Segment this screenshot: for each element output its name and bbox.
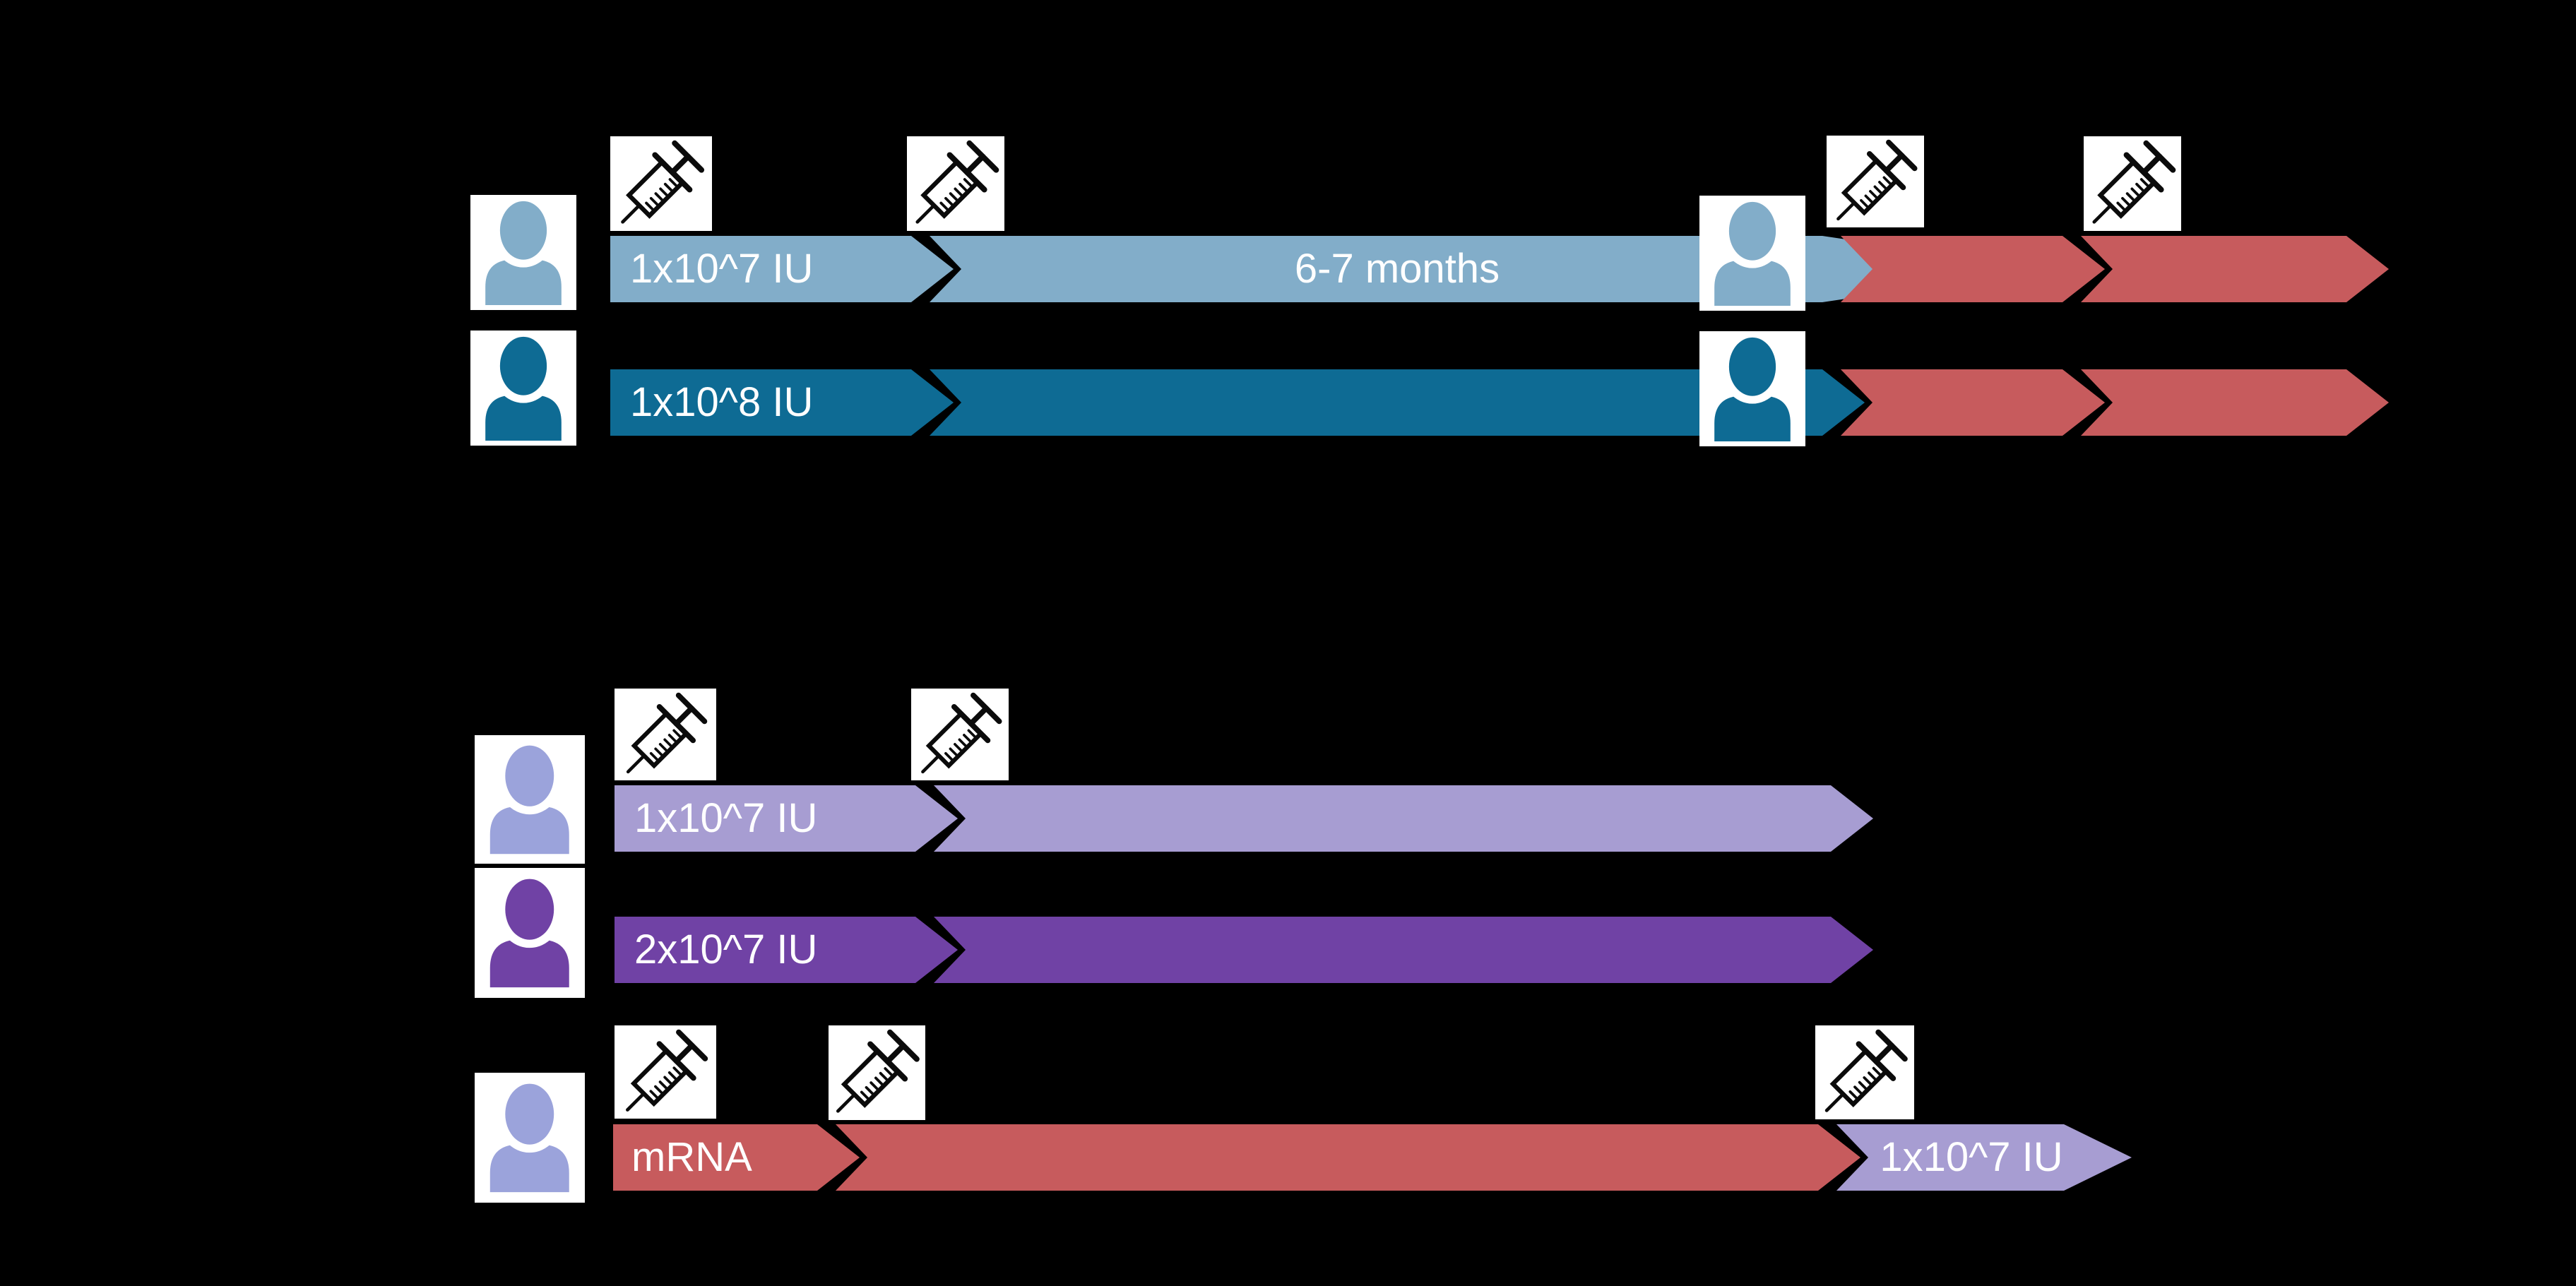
person-silhouette	[479, 1078, 581, 1197]
dose-label: 1x10^7 IU	[630, 246, 814, 292]
syringe-icon	[829, 1025, 925, 1120]
dose-arrow: 1x10^8 IU	[610, 369, 954, 436]
dose-label: mRNA	[631, 1134, 752, 1180]
person-silhouette	[475, 335, 572, 441]
dose-arrow: 1x10^7 IU	[610, 236, 954, 302]
person-icon	[475, 868, 585, 998]
boost-arrow: 1x10^7 IU	[1836, 1124, 2132, 1191]
person-silhouette	[479, 740, 581, 858]
person-icon	[475, 735, 585, 864]
dose-label: 1x10^7 IU	[634, 795, 818, 841]
syringe-icon	[610, 136, 712, 231]
interval-arrow	[836, 1124, 1860, 1191]
person-icon	[475, 1073, 585, 1203]
syringe-icon	[2084, 136, 2181, 231]
boost-arrow	[2081, 369, 2389, 436]
interval-arrow	[934, 917, 1873, 983]
syringe-icon	[1815, 1025, 1914, 1119]
syringe-icon	[615, 1025, 716, 1119]
boost-arrow	[1841, 369, 2105, 436]
dose-label: 2x10^7 IU	[634, 927, 818, 972]
interval-label: 6-7 months	[1294, 246, 1500, 292]
person-silhouette	[1704, 201, 1801, 306]
person-icon	[470, 195, 576, 310]
person-silhouette	[475, 200, 572, 306]
syringe-icon	[1827, 136, 1924, 227]
dose-arrow: 1x10^7 IU	[615, 785, 958, 852]
dose-arrow: mRNA	[613, 1124, 860, 1191]
boost-arrow	[1841, 236, 2105, 302]
interval-arrow	[934, 785, 1873, 852]
person-icon	[1699, 331, 1805, 446]
person-icon	[470, 331, 576, 446]
person-silhouette	[479, 873, 581, 992]
person-silhouette	[1704, 336, 1801, 442]
syringe-icon	[615, 689, 716, 780]
dose-label: 1x10^8 IU	[630, 379, 814, 425]
syringe-icon	[911, 689, 1009, 780]
syringe-icon	[907, 136, 1004, 231]
boost-label: 1x10^7 IU	[1880, 1134, 2063, 1180]
person-icon	[1699, 196, 1805, 311]
dose-arrow: 2x10^7 IU	[615, 917, 958, 983]
boost-arrow	[2081, 236, 2389, 302]
